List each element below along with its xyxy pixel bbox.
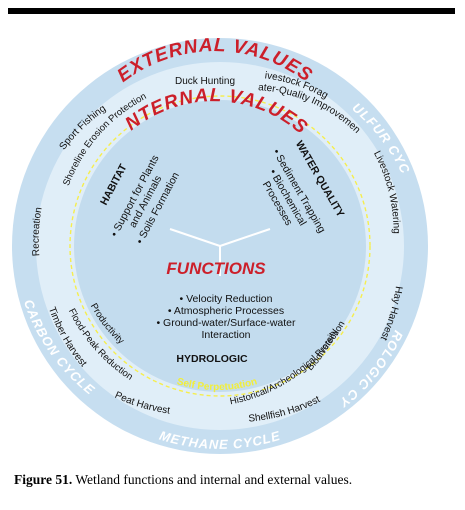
hydrologic-sector: • Velocity Reduction • Atmospheric Proce… [156,293,296,365]
self-perpetuation-label: Self Perpetuation [176,376,259,393]
hydrologic-item-2: • Atmospheric Processes [168,305,284,317]
recreation-label: Recreation [31,206,45,256]
figure-caption: Figure 51. Wetland functions and interna… [14,472,459,488]
hydrologic-item-3: • Ground-water/Surface-water [156,317,296,329]
hydrologic-item-1: • Velocity Reduction [180,293,273,305]
duck-hunting-label: Duck Hunting [175,76,235,87]
wetland-values-diagram: SULFUR CYCLE HYDROLOGIC CYCLE METHANE CY… [0,24,428,454]
functions-heading: FUNCTIONS [166,259,266,278]
dashed-boundary [69,95,371,397]
function-dividers [169,228,271,276]
hydrologic-item-3b: Interaction [201,329,250,341]
figure-label: Figure 51. [14,472,73,487]
hydrologic-heading: HYDROLOGIC [176,353,248,365]
figure-caption-text: Wetland functions and internal and exter… [75,472,353,487]
top-rule [8,8,455,14]
